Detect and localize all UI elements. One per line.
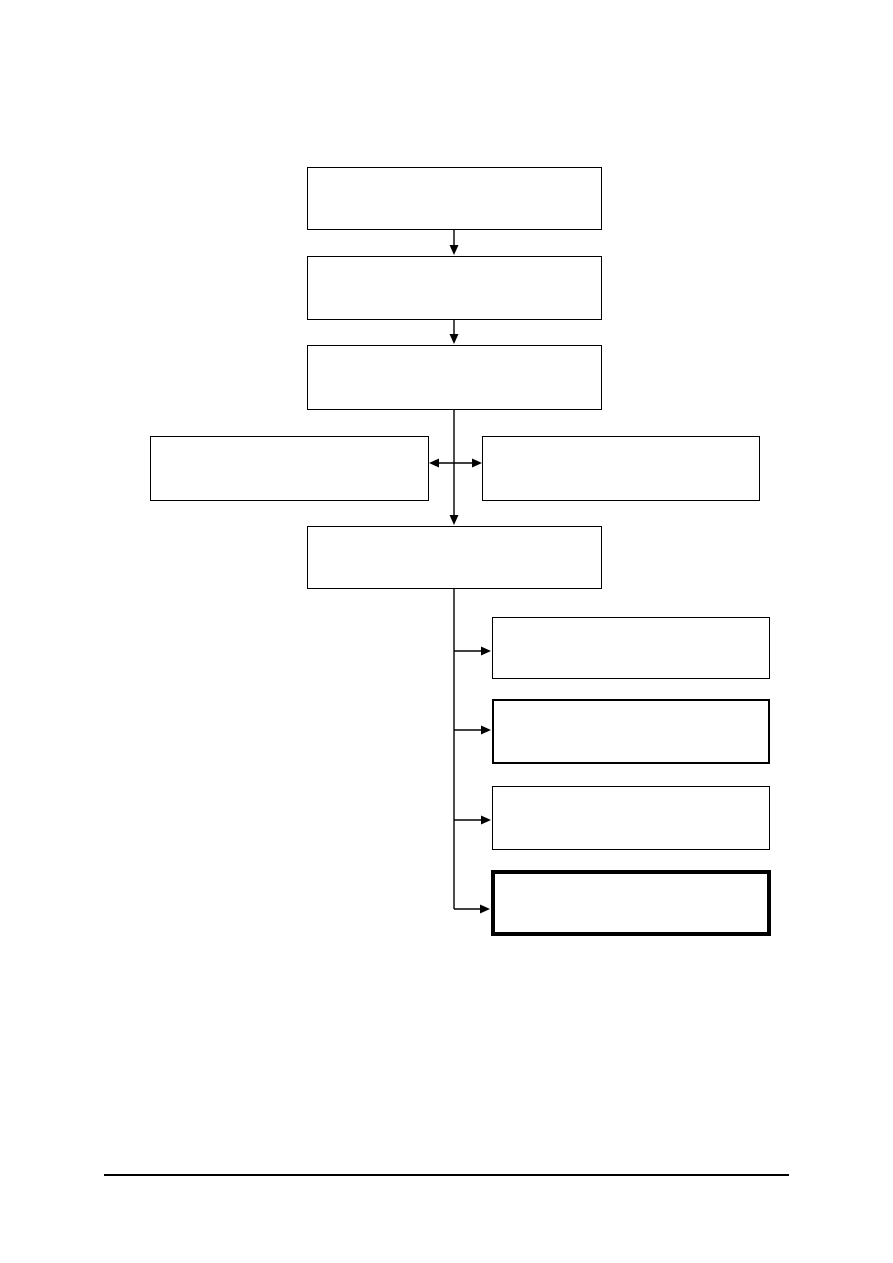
flow-box-side-left (150, 436, 429, 501)
flow-box-side-right (482, 436, 760, 501)
footer-rule (104, 1174, 789, 1176)
flow-box-branch-1 (492, 617, 770, 679)
flow-box-2 (307, 256, 602, 320)
flow-box-top (307, 167, 602, 230)
flow-box-branch-2 (492, 699, 770, 764)
flow-box-branch-4 (491, 870, 771, 936)
flow-box-3 (307, 345, 602, 410)
flow-box-branch-3 (492, 786, 770, 850)
flow-box-4 (307, 526, 602, 589)
